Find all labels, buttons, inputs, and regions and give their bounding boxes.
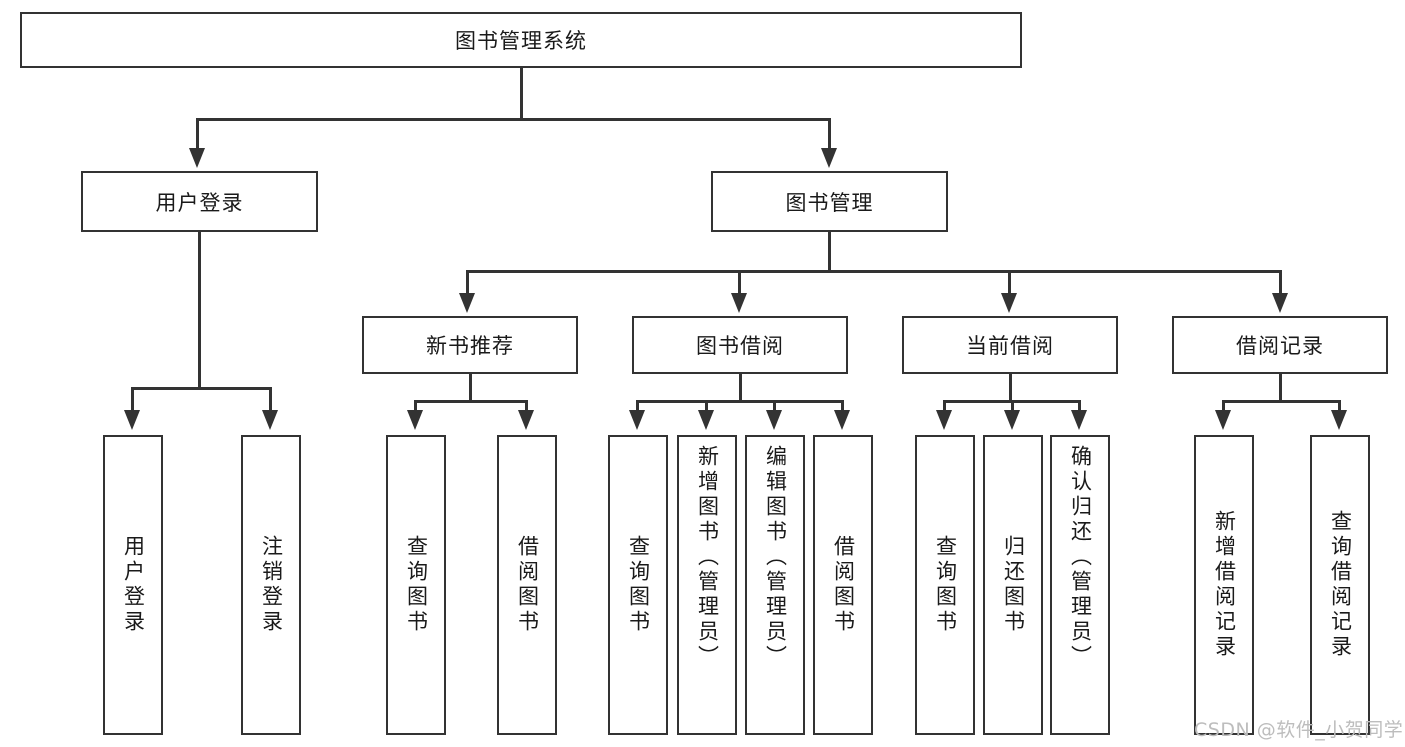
connector-drop-bb-edit — [773, 400, 776, 412]
connector-new-book-stem — [469, 374, 472, 402]
connector-book-borrow-stem — [739, 374, 742, 402]
arrowhead-leaf-user-login — [124, 410, 140, 430]
connector-drop-new-book — [466, 270, 469, 295]
arrowhead-cb-return — [1004, 410, 1020, 430]
node-label: 借阅记录 — [1236, 334, 1324, 358]
node-label: 查询图书 — [404, 535, 429, 635]
node-label: 用户登录 — [121, 535, 146, 635]
node-label: 归还图书 — [1001, 535, 1026, 635]
leaf-query-book-borrow[interactable]: 查询图书 — [608, 435, 668, 735]
node-label: 确认归还（管理员） — [1068, 445, 1093, 670]
leaf-add-borrow-record[interactable]: 新增借阅记录 — [1194, 435, 1254, 735]
connector-drop-bb-borrow — [841, 400, 844, 412]
node-label: 查询图书 — [626, 535, 651, 635]
leaf-borrow-book[interactable]: 借阅图书 — [813, 435, 873, 735]
arrowhead-nb-borrow — [518, 410, 534, 430]
arrowhead-book-management — [821, 148, 837, 168]
connector-root-bar — [196, 118, 831, 121]
node-label: 图书借阅 — [696, 334, 784, 358]
leaf-return-book[interactable]: 归还图书 — [983, 435, 1043, 735]
arrowhead-br-query — [1331, 410, 1347, 430]
arrowhead-user-login — [189, 148, 205, 168]
leaf-edit-book-admin[interactable]: 编辑图书（管理员） — [745, 435, 805, 735]
connector-drop-current-borrow — [1008, 270, 1011, 295]
arrowhead-borrow-record — [1272, 293, 1288, 313]
connector-drop-bb-query — [636, 400, 639, 412]
csdn-watermark: CSDN @软件_小贺同学 — [1194, 715, 1403, 742]
node-label: 注销登录 — [259, 535, 284, 635]
node-book-management[interactable]: 图书管理 — [711, 171, 948, 232]
connector-drop-cb-return — [1011, 400, 1014, 412]
node-book-borrow[interactable]: 图书借阅 — [632, 316, 848, 374]
connector-drop-nb-query — [414, 400, 417, 412]
node-label: 新增借阅记录 — [1212, 510, 1237, 660]
connector-drop-bb-add — [705, 400, 708, 412]
connector-book-management-stem — [828, 232, 831, 272]
arrowhead-new-book — [459, 293, 475, 313]
node-label: 用户登录 — [155, 190, 244, 215]
connector-borrow-record-bar — [1222, 400, 1341, 403]
leaf-query-book-current[interactable]: 查询图书 — [915, 435, 975, 735]
arrowhead-book-borrow — [731, 293, 747, 313]
node-user-login[interactable]: 用户登录 — [81, 171, 318, 232]
node-label: 当前借阅 — [966, 334, 1054, 358]
node-label: 新书推荐 — [426, 334, 514, 358]
node-root-book-management-system[interactable]: 图书管理系统 — [20, 12, 1022, 68]
arrowhead-bb-borrow — [834, 410, 850, 430]
connector-current-borrow-stem — [1009, 374, 1012, 402]
node-label: 图书管理 — [785, 190, 874, 215]
connector-drop-leaf-logout — [269, 387, 272, 412]
connector-drop-book-management — [828, 118, 831, 150]
leaf-logout[interactable]: 注销登录 — [241, 435, 301, 735]
watermark-text: CSDN @软件_小贺同学 — [1194, 719, 1404, 741]
connector-book-borrow-bar — [636, 400, 844, 403]
leaf-add-book-admin[interactable]: 新增图书（管理员） — [677, 435, 737, 735]
connector-new-book-bar — [414, 400, 528, 403]
connector-drop-br-query — [1338, 400, 1341, 412]
connector-drop-br-add — [1222, 400, 1225, 412]
connector-level3-bar — [466, 270, 1282, 273]
node-label: 借阅图书 — [831, 535, 856, 635]
leaf-user-login[interactable]: 用户登录 — [103, 435, 163, 735]
arrowhead-br-add — [1215, 410, 1231, 430]
arrowhead-cb-confirm — [1071, 410, 1087, 430]
node-label: 新增图书（管理员） — [695, 445, 720, 670]
node-new-book-recommend[interactable]: 新书推荐 — [362, 316, 578, 374]
connector-root-stem — [520, 68, 523, 118]
node-label: 查询图书 — [933, 535, 958, 635]
connector-drop-user-login — [196, 118, 199, 150]
connector-drop-nb-borrow — [525, 400, 528, 412]
node-label: 编辑图书（管理员） — [763, 445, 788, 670]
arrowhead-bb-edit — [766, 410, 782, 430]
arrowhead-leaf-logout — [262, 410, 278, 430]
node-label: 图书管理系统 — [455, 29, 587, 53]
node-label: 查询借阅记录 — [1328, 510, 1353, 660]
node-label: 借阅图书 — [515, 535, 540, 635]
leaf-query-book-new[interactable]: 查询图书 — [386, 435, 446, 735]
connector-user-login-bar — [131, 387, 269, 390]
arrowhead-current-borrow — [1001, 293, 1017, 313]
connector-drop-cb-confirm — [1078, 400, 1081, 412]
arrowhead-bb-add — [698, 410, 714, 430]
arrowhead-nb-query — [407, 410, 423, 430]
connector-drop-book-borrow — [738, 270, 741, 295]
node-borrow-record[interactable]: 借阅记录 — [1172, 316, 1388, 374]
leaf-borrow-book-new[interactable]: 借阅图书 — [497, 435, 557, 735]
connector-drop-leaf-user-login — [131, 387, 134, 412]
connector-user-login-stem — [198, 232, 201, 387]
arrowhead-cb-query — [936, 410, 952, 430]
connector-borrow-record-stem — [1279, 374, 1282, 402]
node-current-borrow[interactable]: 当前借阅 — [902, 316, 1118, 374]
connector-drop-borrow-record — [1279, 270, 1282, 295]
connector-drop-cb-query — [943, 400, 946, 412]
leaf-query-borrow-record[interactable]: 查询借阅记录 — [1310, 435, 1370, 735]
arrowhead-bb-query — [629, 410, 645, 430]
leaf-confirm-return-admin[interactable]: 确认归还（管理员） — [1050, 435, 1110, 735]
